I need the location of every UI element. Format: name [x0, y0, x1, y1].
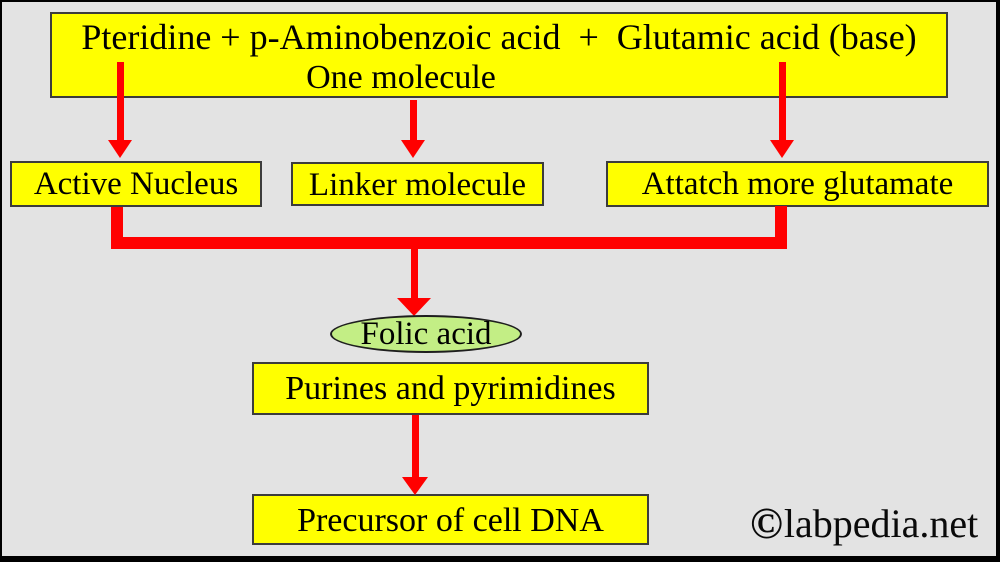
- arrowhead-down-icon: [402, 477, 428, 495]
- arrowhead-down-icon: [397, 298, 431, 316]
- reactants-box: Pteridine + p-Aminobenzoic acid + Glutam…: [50, 12, 948, 98]
- attach-glutamate-box: Attatch more glutamate: [606, 161, 989, 207]
- attach-glutamate-label: Attatch more glutamate: [641, 166, 954, 202]
- arrow-paba-to-linker: [401, 100, 425, 158]
- purines-pyrimidines-label: Purines and pyrimidines: [285, 370, 616, 407]
- linker-molecule-label: Linker molecule: [308, 167, 527, 203]
- watermark: © labpedia.net: [750, 502, 978, 546]
- active-nucleus-box: Active Nucleus: [10, 161, 262, 207]
- watermark-text: labpedia.net: [783, 501, 979, 546]
- arrow-stem: [778, 62, 786, 140]
- arrowhead-down-icon: [770, 140, 794, 158]
- arrowhead-down-icon: [401, 140, 425, 158]
- reactants-formula-text: Pteridine + p-Aminobenzoic acid + Glutam…: [81, 17, 917, 57]
- folic-acid-ellipse: Folic acid: [330, 315, 522, 353]
- merge-bracket-bar: [111, 237, 787, 249]
- arrowhead-down-icon: [108, 140, 132, 158]
- arrow-stem: [116, 62, 124, 140]
- arrow-stem: [411, 415, 419, 477]
- arrow-stem: [409, 100, 417, 140]
- dna-precursor-label: Precursor of cell DNA: [297, 502, 604, 539]
- one-molecule-text: One molecule: [306, 59, 496, 96]
- arrow-merge-to-folic-acid: [397, 249, 431, 316]
- arrow-purines-to-dna: [402, 415, 428, 495]
- arrow-glutamic-to-glutamate: [770, 62, 794, 158]
- active-nucleus-label: Active Nucleus: [33, 166, 239, 202]
- arrow-pteridine-to-active-nucleus: [108, 62, 132, 158]
- linker-molecule-box: Linker molecule: [291, 162, 544, 206]
- folic-acid-label: Folic acid: [360, 316, 492, 352]
- dna-precursor-box: Precursor of cell DNA: [252, 494, 649, 545]
- arrow-stem: [410, 249, 418, 298]
- copyright-icon: ©: [750, 499, 783, 548]
- purines-pyrimidines-box: Purines and pyrimidines: [252, 362, 649, 415]
